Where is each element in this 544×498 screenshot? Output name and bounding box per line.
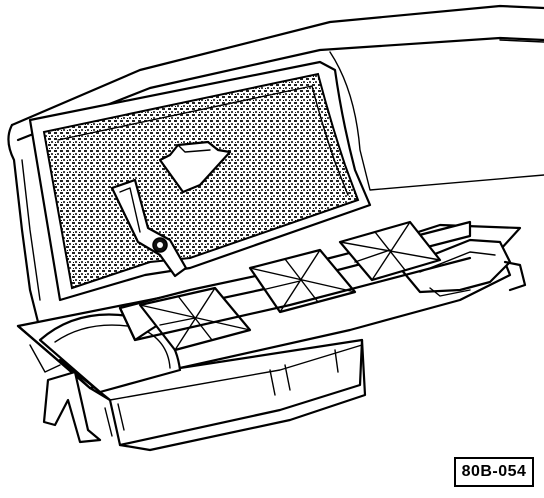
filter-grille [118,220,472,352]
down-arrow-icon [158,140,232,194]
surface-hatching [104,349,339,437]
grille-cell [138,286,252,352]
hinge-bracket [110,178,188,278]
figure-reference-box: 80B-054 [454,457,534,487]
grille-cell [338,220,442,282]
figure-reference-code: 80B-054 [461,463,527,480]
grille-cell [248,248,357,314]
